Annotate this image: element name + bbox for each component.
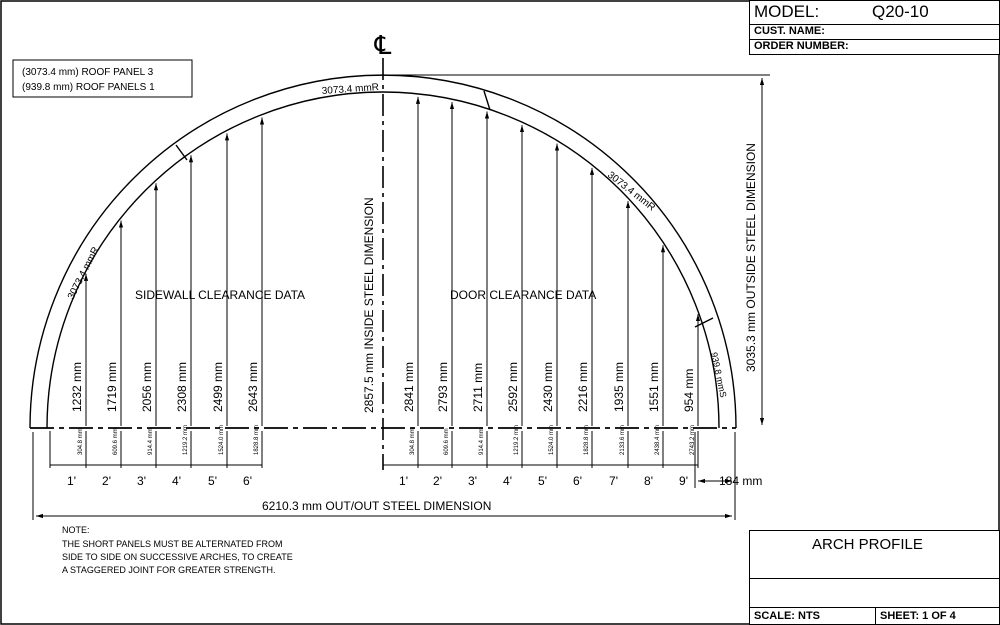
door-height-label: 954 mm (682, 369, 696, 412)
door-feet-label: 1' (399, 474, 408, 488)
sidewall-feet-label: 3' (137, 474, 146, 488)
door-feet-label: 8' (644, 474, 653, 488)
door-offset-label: 1219.2 mm (514, 425, 520, 455)
door-offset-label: 1524.0 mm (549, 425, 555, 455)
door-height-label: 2216 mm (576, 362, 590, 412)
sidewall-height-label: 2499 mm (211, 362, 225, 412)
door-height-label: 2841 mm (402, 362, 416, 412)
panel-legend-box (12, 59, 193, 98)
door-offset-label: 304.8 mm (410, 428, 416, 455)
door-feet-label: 7' (609, 474, 618, 488)
arc-label-left: 3073.4 mmR (66, 245, 102, 301)
title-block-footer: ARCH PROFILE SCALE: NTS SHEET: 1 OF 4 (749, 530, 1000, 625)
sidewall-height-label: 2643 mm (246, 362, 260, 412)
footer-vertical-divider (875, 607, 876, 624)
sidewall-feet-label: 4' (172, 474, 181, 488)
sidewall-offset-label: 304.8 mm (78, 428, 84, 455)
arc-label-top: 3073.4 mmR (321, 82, 379, 97)
offset-dim-text: 184 mm (719, 474, 762, 488)
centerline-symbol: ℄ (374, 30, 392, 60)
note-heading: NOTE: (62, 525, 90, 535)
order-number-label: ORDER NUMBER: (754, 40, 849, 52)
note-line-3: A STAGGERED JOINT FOR GREATER STRENGTH. (62, 565, 276, 575)
sidewall-offset-label: 609.6 mm (113, 428, 119, 455)
sidewall-height-label: 2056 mm (140, 362, 154, 412)
sheet-label: SHEET: 1 OF 4 (880, 610, 956, 622)
sidewall-feet-label: 2' (102, 474, 111, 488)
door-feet-label: 2' (433, 474, 442, 488)
note-line-1: THE SHORT PANELS MUST BE ALTERNATED FROM (62, 539, 283, 549)
door-feet-label: 5' (538, 474, 547, 488)
sidewall-feet-label: 6' (243, 474, 252, 488)
sidewall-offset-label: 1219.2 mm (183, 425, 189, 455)
door-offset-label: 1828.8 mm (584, 425, 590, 455)
panel-joint-top (483, 90, 491, 111)
sidewall-offset-label: 1524.0 mm (219, 425, 225, 455)
overall-width-text: 6210.3 mm OUT/OUT STEEL DIMENSION (262, 499, 491, 513)
note-line-2: SIDE TO SIDE ON SUCCESSIVE ARCHES, TO CR… (62, 552, 293, 562)
door-feet-label: 9' (679, 474, 688, 488)
arch-inner-arc (46, 91, 720, 429)
door-height-label: 2430 mm (541, 362, 555, 412)
door-height-label: 2711 mm (471, 363, 485, 412)
door-height-label: 2793 mm (436, 362, 450, 412)
door-feet-label: 3' (468, 474, 477, 488)
sidewall-offset-label: 914.4 mm (148, 428, 154, 455)
model-label: MODEL: (754, 2, 820, 21)
offset-dimensions: 304.8 mm 1' 609.6 mm 2' 914.4 mm 3' 1219.2 mm 4… (49, 425, 699, 488)
door-height-label: 1935 mm (612, 362, 626, 412)
sidewall-offset-label: 1828.8 mm (254, 425, 260, 455)
drawing-title: ARCH PROFILE (812, 536, 923, 553)
sidewall-height-label: 1232 mm (70, 362, 84, 412)
sidewall-feet-label: 1' (67, 474, 76, 488)
cust-name-label: CUST. NAME: (754, 25, 825, 37)
door-offset-label: 2743.2 mm (690, 425, 696, 455)
door-offset-label: 914.4 mm (479, 428, 485, 455)
sidewall-clearance-label: SIDEWALL CLEARANCE DATA (135, 288, 305, 302)
door-offset-label: 609.6 mm (444, 428, 450, 455)
footer-divider (750, 578, 999, 579)
panel-joint-left (175, 144, 188, 161)
footer-divider-2 (750, 607, 999, 608)
legend-line-1: (3073.4 mm) ROOF PANEL 3 (22, 67, 154, 78)
sidewall-feet-label: 5' (208, 474, 217, 488)
cust-name-row: CUST. NAME: (750, 25, 999, 40)
clearance-lines: 1232 mm 1719 mm 2056 mm 2308 mm 2499 mm 2643 … (70, 96, 701, 426)
sidewall-height-label: 2308 mm (175, 362, 189, 412)
model-row: MODEL: Q20-10 (750, 1, 999, 25)
order-number-row: ORDER NUMBER: (750, 40, 999, 54)
door-feet-label: 6' (573, 474, 582, 488)
arc-label-short: 939.8 mmS (709, 351, 728, 398)
model-value: Q20-10 (872, 2, 929, 21)
sidewall-height-label: 1719 mm (105, 362, 119, 412)
door-offset-label: 2438.4 mm (655, 425, 661, 455)
door-height-label: 2592 mm (506, 362, 520, 412)
door-height-label: 1551 mm (647, 362, 661, 412)
scale-label: SCALE: NTS (754, 610, 820, 622)
outside-dimension-text: 3035.3 mm OUTSIDE STEEL DIMENSION (744, 143, 758, 372)
title-block-header: MODEL: Q20-10 CUST. NAME: ORDER NUMBER: (749, 0, 1000, 55)
legend-line-2: (939.8 mm) ROOF PANELS 1 (22, 82, 155, 93)
door-offset-label: 2133.6 mm (620, 425, 626, 455)
door-clearance-label: DOOR CLEARANCE DATA (450, 288, 596, 302)
door-feet-label: 4' (503, 474, 512, 488)
inside-dimension-text: 2857.5 mm INSIDE STEEL DIMENSION (362, 197, 376, 413)
